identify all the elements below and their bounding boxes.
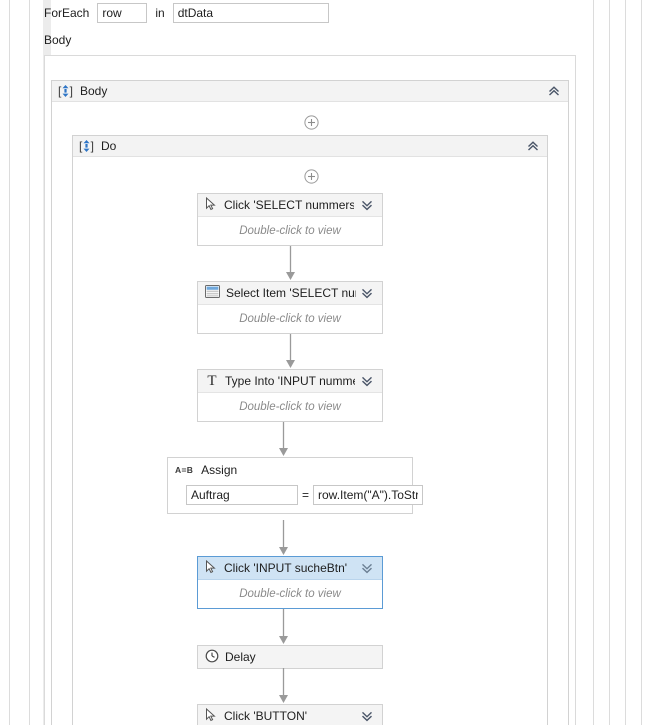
scope-rail-left-2: [29, 0, 30, 725]
connector-arrow: [285, 334, 296, 369]
activity-card-click-suchebtn[interactable]: Click 'INPUT sucheBtn' Double-click to: [197, 556, 383, 609]
scope-rail-left-1: [9, 0, 10, 725]
activity-header[interactable]: Delay: [198, 646, 382, 668]
activity-header[interactable]: Click 'SELECT nummerselec: [198, 194, 382, 217]
connector-arrow: [278, 609, 289, 645]
activity-title: Select Item 'SELECT numm: [226, 286, 356, 300]
activity-header[interactable]: Click 'INPUT sucheBtn': [198, 557, 382, 580]
scope-rail-right-1: [593, 0, 594, 725]
activity-body[interactable]: Double-click to view: [198, 305, 382, 333]
foreach-item-variable-input[interactable]: [97, 3, 148, 23]
activity-header[interactable]: Click 'BUTTON': [198, 705, 382, 725]
assign-to-input[interactable]: [186, 485, 298, 505]
foreach-body-caption: Body: [44, 33, 72, 47]
sequence-do[interactable]: [] Do: [72, 135, 548, 725]
activity-hint: Double-click to view: [239, 588, 341, 600]
activity-title: Click 'BUTTON': [224, 709, 308, 723]
activity-card-assign-auftrag[interactable]: A=B Assign =: [167, 457, 424, 514]
sequence-body-title: Body: [80, 84, 108, 98]
connector-arrow: [278, 520, 289, 556]
foreach-in-keyword-label: in: [155, 6, 165, 20]
activity-title: Click 'INPUT sucheBtn': [224, 561, 348, 575]
activity-title: Click 'SELECT nummerselec: [224, 198, 354, 212]
sequence-icon: []: [79, 139, 94, 153]
activity-body[interactable]: Double-click to view: [198, 217, 382, 245]
cursor-arrow-icon: [205, 559, 218, 577]
activity-header[interactable]: Select Item 'SELECT numm: [198, 282, 382, 305]
activity-card-click-nummerselect[interactable]: Click 'SELECT nummerselec Double-click: [197, 193, 383, 246]
activity-header[interactable]: T Type Into 'INPUT nummer': [198, 370, 382, 393]
collapse-body-icon[interactable]: [547, 84, 561, 98]
clock-icon: [205, 649, 219, 666]
cursor-arrow-icon: [205, 196, 218, 214]
activity-title: Type Into 'INPUT nummer': [225, 374, 355, 388]
collapse-do-icon[interactable]: [526, 139, 540, 153]
activity-title: Delay: [225, 650, 256, 664]
activity-card-select-item-nummer[interactable]: Select Item 'SELECT numm Double-click t: [197, 281, 383, 334]
sequence-icon: []: [58, 84, 73, 98]
activity-card-click-button[interactable]: Click 'BUTTON' Double-click to view: [197, 704, 383, 725]
add-activity-button-do[interactable]: [304, 169, 319, 184]
foreach-keyword-label: ForEach: [44, 6, 90, 20]
a-equals-b-icon: A=B: [175, 464, 194, 475]
assign-equals-label: =: [302, 488, 310, 502]
sequence-body[interactable]: [] Body: [51, 80, 569, 725]
connector-arrow: [285, 246, 296, 281]
assign-header[interactable]: A=B Assign: [168, 458, 412, 481]
chevron-double-down-icon[interactable]: [360, 286, 374, 300]
foreach-collection-input[interactable]: [172, 3, 329, 23]
sequence-body-header[interactable]: [] Body: [52, 81, 568, 102]
activity-body[interactable]: Double-click to view: [198, 393, 382, 421]
activity-hint: Double-click to view: [239, 401, 341, 413]
assign-from-input[interactable]: [313, 485, 424, 505]
scope-rail-right-2: [609, 0, 610, 725]
activity-card-type-into-nummer[interactable]: T Type Into 'INPUT nummer': [197, 369, 383, 422]
sequence-do-title: Do: [101, 139, 117, 153]
chevron-double-down-icon[interactable]: [360, 374, 374, 388]
text-t-icon: T: [205, 372, 219, 390]
chevron-double-down-icon[interactable]: [360, 198, 374, 212]
scope-rail-right-3: [625, 0, 626, 725]
activity-hint: Double-click to view: [239, 225, 341, 237]
chevron-double-down-icon[interactable]: [360, 709, 374, 723]
assign-title: Assign: [201, 462, 238, 477]
foreach-header: ForEach in: [44, 2, 329, 24]
chevron-double-down-icon[interactable]: [360, 561, 374, 575]
connector-arrow: [278, 668, 289, 704]
activity-card-delay[interactable]: Delay: [197, 645, 383, 669]
add-activity-button-body[interactable]: [304, 115, 319, 130]
scope-rail-right-4: [641, 0, 642, 725]
cursor-arrow-icon: [205, 707, 218, 725]
activity-hint: Double-click to view: [239, 313, 341, 325]
sequence-do-header[interactable]: [] Do: [73, 136, 547, 157]
designer-surface: [] Body: [44, 55, 576, 725]
dropdown-list-icon: [205, 285, 220, 301]
assign-expression-row: =: [168, 481, 424, 513]
connector-arrow: [278, 422, 289, 457]
svg-text:T: T: [207, 373, 216, 387]
activity-body[interactable]: Double-click to view: [198, 580, 382, 608]
